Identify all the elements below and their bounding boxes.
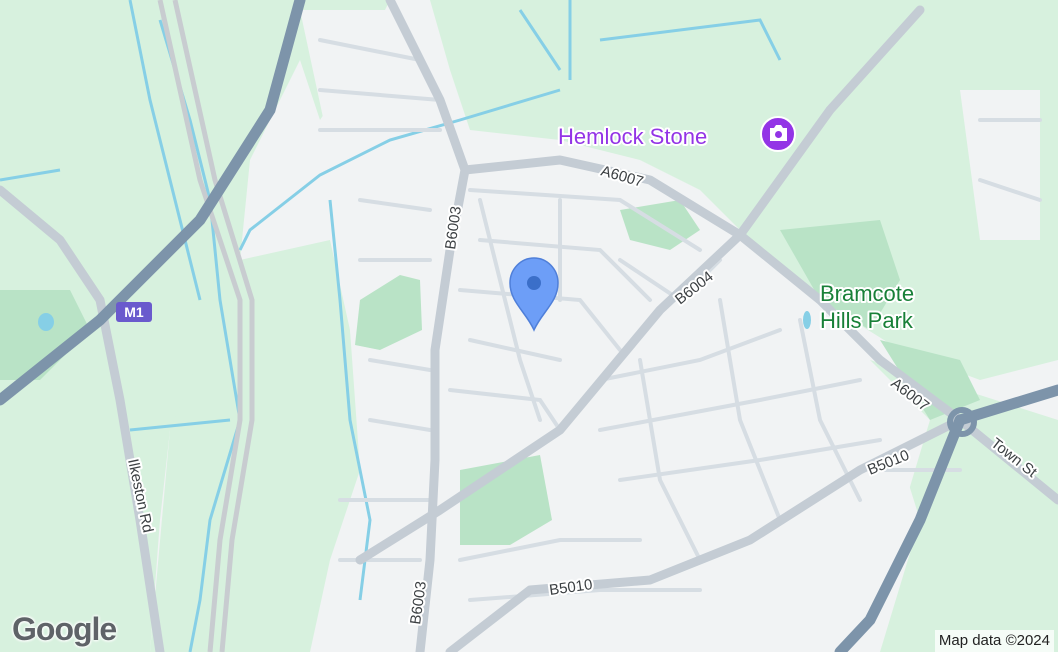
railway xyxy=(157,0,255,652)
map-attribution[interactable]: Map data ©2024 xyxy=(934,630,1054,652)
m1-shield-label: M1 xyxy=(124,304,144,320)
road-ilkeston-rd xyxy=(0,185,165,652)
road-b6003 xyxy=(385,0,470,652)
park-label-bramcote-line2[interactable]: Hills Park xyxy=(818,306,916,335)
road-town-st xyxy=(955,415,1058,505)
motorway-south xyxy=(834,414,966,652)
road-a6007-north xyxy=(735,5,925,240)
minor-streets xyxy=(318,38,1042,602)
pond xyxy=(38,313,54,331)
poi-label-hemlock-stone[interactable]: Hemlock Stone xyxy=(556,122,709,151)
roundabout xyxy=(947,407,977,437)
park-label-bramcote-line1[interactable]: Bramcote xyxy=(818,279,916,308)
waterways xyxy=(0,0,782,652)
motorway-m1 xyxy=(0,0,306,406)
motorway-east xyxy=(954,384,1058,426)
pond xyxy=(803,311,811,329)
m1-shield: M1 xyxy=(116,302,152,322)
map-pin-icon[interactable] xyxy=(509,257,559,332)
camera-icon[interactable] xyxy=(760,116,796,152)
road-b6004 xyxy=(355,230,745,565)
google-logo: Google xyxy=(12,611,117,647)
road-b5010 xyxy=(445,415,965,652)
